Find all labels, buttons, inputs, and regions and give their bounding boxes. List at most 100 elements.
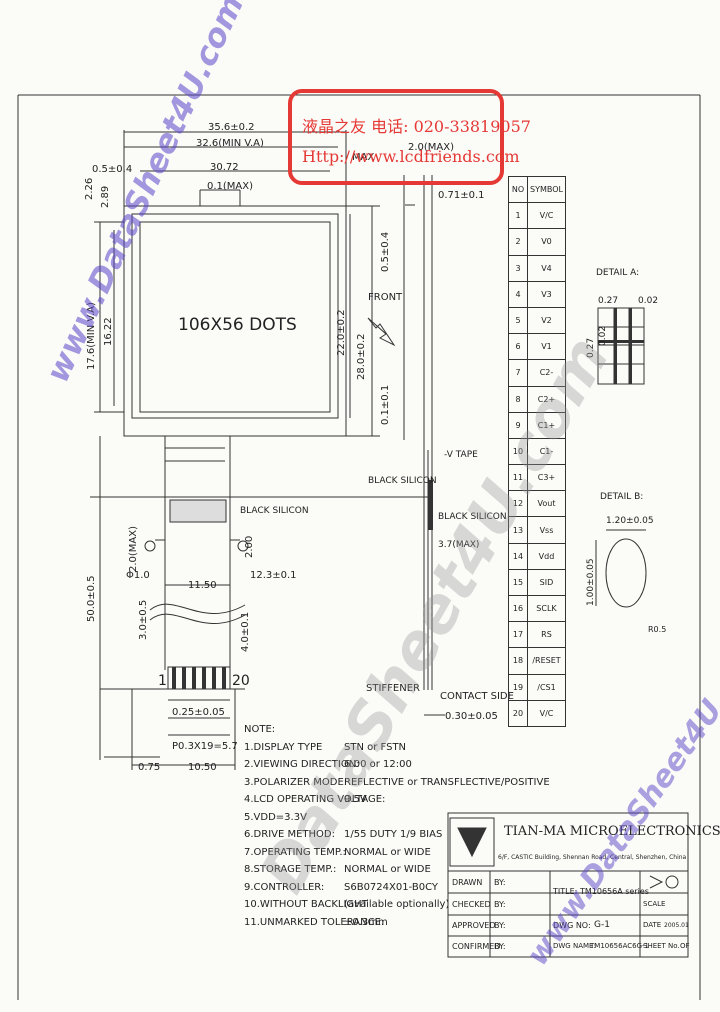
pin-number: 17 [508, 621, 528, 649]
dim-max-gap: 0.1(MAX) [207, 181, 254, 192]
dim-fpc-width: 11.50 [188, 580, 217, 591]
pin-symbol: Vout [527, 490, 566, 518]
note-value: STN or FSTN [344, 741, 407, 753]
stamp-phone: 液晶之友 电话: 020-33819057 [302, 117, 531, 136]
pin-symbol: C1+ [527, 411, 566, 439]
dim-fpc-hole-pitch: 12.3±0.1 [250, 570, 297, 581]
pin-symbol-header: SYMBOL [527, 175, 566, 204]
pin-row: 19/CS1 [508, 673, 566, 701]
detail-b-title: DETAIL B: [600, 492, 644, 502]
date-label: DATE [643, 921, 662, 929]
pin-symbol: C2+ [527, 385, 566, 413]
dim-fpc-thickness: 0.30±0.05 [445, 711, 498, 722]
confirmed-by: BY: [494, 942, 506, 951]
contact-side-label: CONTACT SIDE [440, 691, 514, 702]
pin-number: 20 [508, 699, 528, 727]
pin-table-header: NO SYMBOL [508, 175, 566, 204]
pin-20-label: 20 [232, 673, 250, 689]
company-address: 6/F, CASTIC Building, Shennan Road, Cent… [498, 854, 687, 861]
pin-row: 18/RESET [508, 647, 566, 675]
pin-number: 11 [508, 464, 528, 492]
pin-number: 1 [508, 202, 528, 230]
tape-label: -V TAPE [444, 450, 478, 460]
dim-glass-thickness: 0.71±0.1 [438, 190, 485, 201]
dots-label: 106X56 DOTS [178, 315, 297, 335]
company-name: TIAN-MA MICROELECTRONICS CO. [504, 824, 720, 839]
dim-width-overall: 35.6±0.2 [208, 122, 255, 133]
note-label: 5.VDD=3.3V [244, 811, 307, 823]
dwg-name-label: DWG NAME: [553, 942, 596, 950]
pin-number: 3 [508, 254, 528, 282]
note-value: NORMAL or WIDE [344, 864, 431, 875]
dwg-name-value: TM10656AC6G-1 [590, 942, 649, 950]
note-value: (available optionally) [344, 899, 450, 910]
detail-b-width: 1.20±0.05 [606, 516, 654, 526]
black-silicon-3: BLACK SILICON [438, 512, 507, 522]
note-value: 6:00 or 12:00 [344, 759, 412, 770]
note-label: 7.OPERATING TEMP.: [244, 846, 346, 858]
front-label: FRONT [368, 292, 403, 303]
pin-number: 18 [508, 647, 528, 675]
dwg-no-label: DWG NO: [553, 921, 591, 930]
drawn-label: DRAWN [452, 878, 483, 887]
pin-symbol: V/C [527, 699, 566, 727]
dim-contact-width: 10.50 [188, 762, 217, 773]
black-silicon-1: BLACK SILICON [240, 506, 309, 516]
checked-label: CHECKED [452, 900, 491, 909]
note-label: NOTE: [244, 724, 276, 735]
dwg-no-value: G-1 [594, 920, 610, 930]
black-silicon-2: BLACK SILICON [368, 476, 437, 486]
note-label: 9.CONTROLLER: [244, 881, 325, 893]
note-value: NORMAL or WIDE [344, 846, 431, 858]
thickness-max-label: 3.7(MAX) [438, 540, 480, 550]
date-value: 2005.01 [664, 922, 689, 929]
note-label: 8.STORAGE TEMP.: [244, 864, 337, 875]
pin-symbol: Vss [527, 516, 566, 544]
dim-edge: 0.75 [138, 762, 161, 773]
dim-pad-pitch: P0.3X19=5.7 [172, 741, 238, 752]
approved-label: APPROVED [452, 921, 496, 930]
note-value: REFLECTIVE or TRANSFLECTIVE/POSITIVE [344, 776, 550, 788]
note-value: 9.5V [344, 794, 367, 805]
detail-a-h002: 0.02 [638, 296, 659, 306]
note-label: 6.DRIVE METHOD: [244, 829, 335, 840]
pin-symbol: V0 [527, 228, 566, 256]
pin-symbol: C1- [527, 437, 566, 466]
note-label: 1.DISPLAY TYPE [244, 741, 323, 753]
note-label: 4.LCD OPERATING VOLTAGE: [244, 794, 386, 805]
detail-a-h027: 0.27 [598, 296, 619, 306]
checked-by: BY: [494, 900, 506, 909]
detail-a-title: DETAIL A: [596, 268, 640, 278]
pin-symbol: SCLK [527, 594, 566, 623]
pin-symbol: V/C [527, 202, 566, 230]
sheet-value: OF [680, 942, 690, 950]
sheet-label: SHEET No. [643, 942, 680, 950]
note-label: 2.VIEWING DIRECTION: [244, 759, 360, 770]
title-value: TM10656A series [580, 887, 649, 896]
pin-number: 8 [508, 385, 528, 413]
note-value: 1/55 DUTY 1/9 BIAS [344, 829, 443, 840]
title-label: TITLE: [553, 887, 578, 896]
dim-pad-width: 0.25±0.05 [172, 707, 225, 718]
stamp-url: Http://www.lcdfriends.com [302, 147, 520, 166]
note-label: 3.POLARIZER MODE: [244, 776, 348, 788]
dim-hole: Φ1.0 [126, 570, 150, 581]
detail-b-radius: R0.5 [648, 625, 667, 634]
note-label: 11.UNMARKED TOLERANCE: [244, 916, 385, 928]
note-value: S6B0724X01-B0CY [344, 881, 438, 893]
pin-symbol: /RESET [527, 647, 566, 675]
confirmed-label: CONFIRMED [452, 942, 501, 951]
